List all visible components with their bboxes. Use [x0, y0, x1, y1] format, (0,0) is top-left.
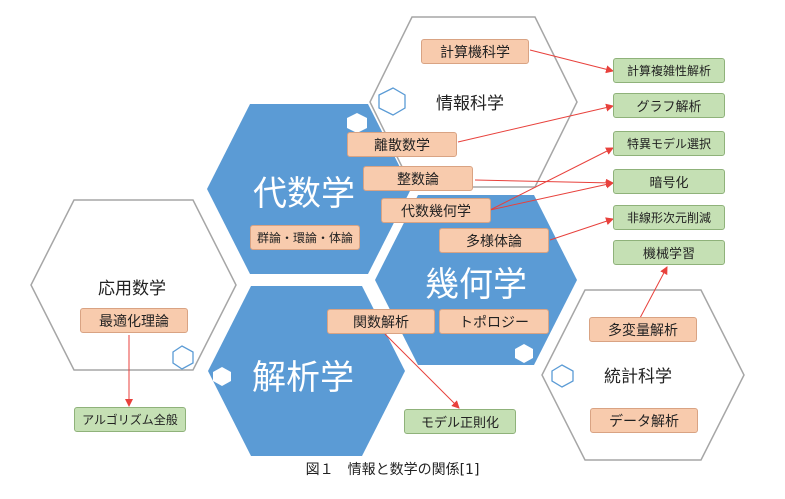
app-nonlinear-dim-reduction: 非線形次元削減 — [613, 205, 725, 230]
topic-discrete-math: 離散数学 — [347, 132, 457, 157]
arrow-functional-to-regularization — [384, 333, 460, 409]
analysis-title: 解析学 — [252, 358, 354, 398]
hexagon-small-icon — [213, 367, 231, 386]
info-science-title: 情報科学 — [436, 94, 504, 114]
app-singular-model-selection: 特異モデル選択 — [613, 131, 725, 156]
topic-topology: トポロジー — [439, 309, 549, 334]
app-graph-analysis: グラフ解析 — [613, 93, 725, 118]
arrow-computation-to-complexity — [529, 49, 614, 74]
applied-math-title: 応用数学 — [98, 279, 166, 299]
app-cryptography: 暗号化 — [613, 169, 725, 194]
hexagon-small-icon — [515, 344, 533, 363]
hexagon-small-icon — [551, 364, 574, 388]
algebra-title: 代数学 — [253, 174, 355, 214]
topic-groups-rings-fields: 群論・環論・体論 — [250, 225, 360, 250]
geometry-title: 幾何学 — [425, 265, 527, 305]
arrow-discrete-to-graph — [457, 103, 614, 143]
hexagon-small-icon — [378, 87, 406, 116]
statistics-title: 統計科学 — [604, 367, 672, 387]
arrow-manifolds-to-dim-reduction — [549, 217, 614, 241]
arrow-multivariate-to-machine-learning — [639, 266, 668, 319]
topic-optimization: 最適化理論 — [80, 308, 188, 333]
topic-data-analysis: データ解析 — [590, 408, 698, 433]
app-machine-learning: 機械学習 — [613, 240, 725, 265]
app-model-regularization: モデル正則化 — [404, 409, 516, 434]
app-algorithms: アルゴリズム全般 — [74, 407, 186, 432]
topic-manifolds: 多様体論 — [439, 228, 549, 253]
hexagon-small-icon — [347, 113, 367, 133]
arrow-number-theory-to-cryptography — [474, 178, 614, 187]
arrow-alggeom-to-cryptography — [489, 180, 614, 211]
hexagon-small-icon — [172, 345, 194, 370]
topic-functional-analysis: 関数解析 — [327, 309, 435, 334]
arrow-alggeom-to-model-selection — [489, 147, 614, 211]
topic-algebraic-geometry: 代数幾何学 — [381, 198, 491, 223]
app-complexity-analysis: 計算複雑性解析 — [613, 58, 725, 83]
figure-caption: 図１ 情報と数学の関係[1] — [305, 462, 480, 478]
topic-multivariate-analysis: 多変量解析 — [589, 317, 697, 342]
topic-number-theory: 整数論 — [363, 166, 473, 191]
topic-computation-science: 計算機科学 — [421, 39, 529, 64]
